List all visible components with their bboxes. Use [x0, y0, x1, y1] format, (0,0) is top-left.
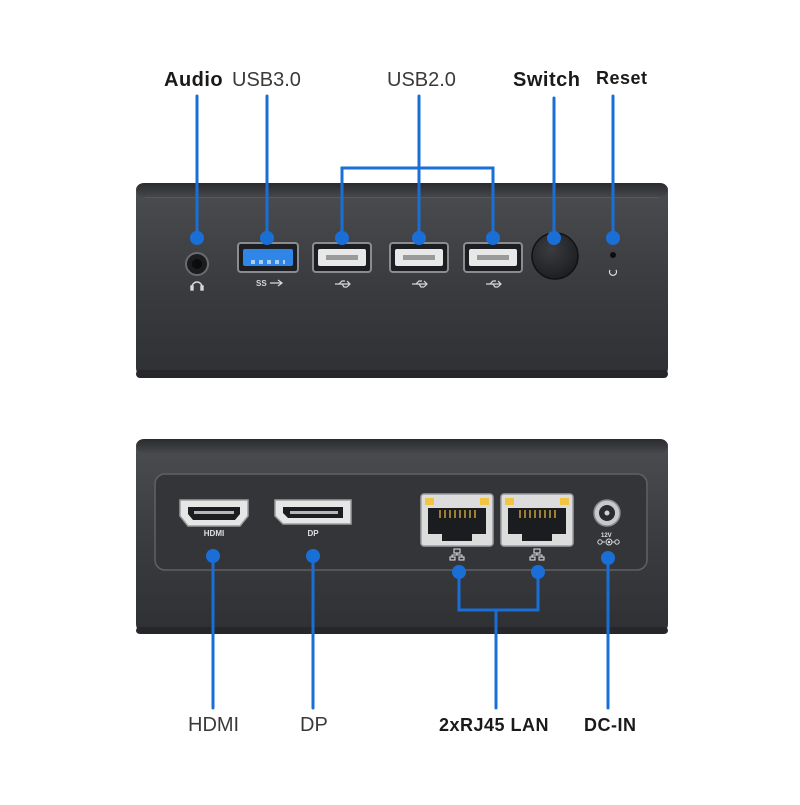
- reset-pinhole: [610, 252, 616, 258]
- reset-label: Reset: [596, 68, 648, 88]
- usb3-label: USB3.0: [232, 69, 301, 91]
- front-panel: [136, 183, 668, 378]
- switch-label: Switch: [513, 69, 581, 91]
- dc-polarity-icon: [597, 538, 620, 546]
- audio-label: Audio: [164, 69, 224, 91]
- hdmi-label: HDMI: [188, 714, 240, 736]
- usb2-label: USB2.0: [387, 69, 456, 91]
- usb-icon: [412, 280, 428, 288]
- callout-lines: [195, 94, 615, 710]
- dc-voltage-mark: 12V: [601, 533, 612, 539]
- audio-jack: [185, 252, 209, 276]
- headphone-icon: [190, 281, 204, 291]
- dc-in-label: DC-IN: [584, 715, 637, 735]
- dp-port-mark: DP: [307, 529, 319, 538]
- reset-icon: [608, 269, 618, 276]
- superspeed-usb-icon: SS: [256, 279, 283, 288]
- rj45-port-2: [500, 493, 574, 547]
- network-icon: [449, 548, 465, 561]
- usb2-port-2: [389, 242, 449, 273]
- usb-icon: [335, 280, 351, 288]
- usb3-port: [237, 242, 299, 273]
- usb-icon: [486, 280, 502, 288]
- rj45-port-1: [420, 493, 494, 547]
- displayport-port: [274, 499, 352, 525]
- callout-dots: [190, 231, 620, 579]
- lan-label: 2xRJ45 LAN: [439, 715, 550, 735]
- dc-in-jack: [593, 499, 621, 527]
- hdmi-port: [179, 499, 249, 527]
- usb2-port-3: [463, 242, 523, 273]
- network-icon: [529, 548, 545, 561]
- usb3-logo-text: SS: [256, 279, 267, 288]
- dp-label: DP: [300, 714, 328, 736]
- usb2-port-1: [312, 242, 372, 273]
- hdmi-port-mark: HDMI: [204, 529, 224, 538]
